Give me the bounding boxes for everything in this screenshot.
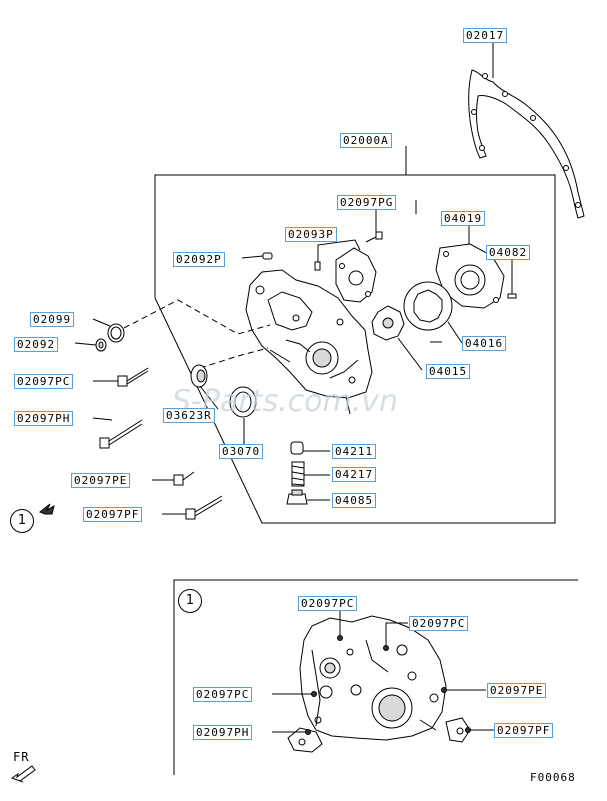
main-assembly-frame bbox=[154, 146, 556, 524]
label-04016: 04016 bbox=[462, 336, 507, 351]
detail-label-top-02097pc: 02097PC bbox=[298, 596, 358, 611]
label-02097ph: 02097PH bbox=[14, 411, 74, 426]
belt-cover-gasket bbox=[468, 41, 585, 219]
label-04217: 04217 bbox=[332, 467, 377, 482]
detail-label-left-02097ph: 02097PH bbox=[193, 725, 253, 740]
label-04082: 04082 bbox=[486, 245, 531, 260]
detail-view-frame bbox=[173, 579, 578, 775]
pin-02093p bbox=[314, 239, 361, 271]
front-direction-arrow-icon bbox=[10, 765, 36, 783]
label-02097pc: 02097PC bbox=[14, 374, 74, 389]
leader-lines bbox=[345, 200, 442, 415]
figure-code: F00068 bbox=[530, 771, 576, 784]
detail-label-right-02097pe: 02097PE bbox=[487, 683, 547, 698]
detail-label-right-02097pc: 02097PC bbox=[409, 616, 469, 631]
inner-rotor bbox=[371, 305, 423, 371]
bolt-02097pc bbox=[93, 367, 149, 387]
label-02000a: 02000A bbox=[340, 133, 392, 148]
callout-circle-main: 1 bbox=[10, 509, 34, 533]
dashed-leader bbox=[123, 299, 271, 369]
detail-leader-lines bbox=[272, 608, 494, 735]
outer-rotor bbox=[403, 281, 463, 344]
label-04019: 04019 bbox=[441, 211, 486, 226]
bolt-04082 bbox=[507, 258, 517, 299]
bolt-02097pf bbox=[162, 495, 223, 520]
label-02099: 02099 bbox=[30, 312, 75, 327]
washer-02092 bbox=[74, 338, 107, 352]
pump-housing bbox=[435, 224, 505, 309]
plug-04085 bbox=[286, 489, 330, 505]
label-02093p: 02093P bbox=[285, 227, 337, 242]
bolt-02097pg bbox=[365, 210, 383, 243]
oil-pump-case bbox=[245, 269, 373, 399]
pump-cover bbox=[335, 247, 377, 303]
front-direction-label: FR bbox=[13, 750, 30, 764]
detail-label-left-02097pc: 02097PC bbox=[193, 687, 253, 702]
oil-seal-03070 bbox=[229, 386, 257, 444]
label-02017: 02017 bbox=[463, 28, 508, 43]
label-02092p: 02092P bbox=[173, 252, 225, 267]
detail-pump-case bbox=[287, 615, 471, 753]
detail-label-right-02097pf: 02097PF bbox=[494, 723, 554, 738]
plug-02092p bbox=[241, 252, 273, 260]
bolt-02097pe bbox=[152, 471, 195, 486]
spring-04217 bbox=[291, 461, 330, 487]
callout-circle-detail: 1 bbox=[178, 589, 202, 613]
label-02097pg: 02097PG bbox=[337, 195, 397, 210]
label-04211: 04211 bbox=[332, 444, 377, 459]
oil-seal-03623r bbox=[190, 364, 219, 410]
label-02097pe: 02097PE bbox=[71, 473, 131, 488]
o-ring-02099 bbox=[92, 318, 125, 343]
label-03623r: 03623R bbox=[163, 408, 215, 423]
bolt-02097ph bbox=[92, 417, 143, 449]
arrow-icon bbox=[39, 503, 55, 515]
label-04085: 04085 bbox=[332, 493, 377, 508]
plunger-04211 bbox=[290, 441, 330, 455]
label-03070: 03070 bbox=[219, 444, 264, 459]
label-04015: 04015 bbox=[426, 364, 471, 379]
label-02092: 02092 bbox=[14, 337, 59, 352]
label-02097pf: 02097PF bbox=[83, 507, 143, 522]
